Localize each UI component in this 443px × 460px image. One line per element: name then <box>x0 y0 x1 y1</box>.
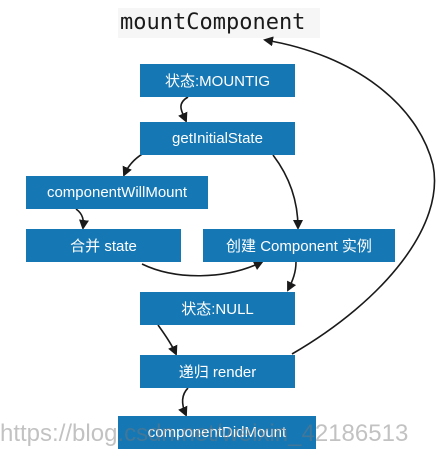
node-recursive-render: 递归 render <box>140 355 295 388</box>
arrow-render-back-to-mountcomponent <box>263 36 436 355</box>
node-componentdidmount: componentDidMount <box>118 416 316 449</box>
arrow-state-null-to-render <box>157 324 178 356</box>
node-create-component-instance: 创建 Component 实例 <box>203 229 395 262</box>
arrow-create-instance-to-state-null <box>287 261 297 292</box>
node-componentwillmount: componentWillMount <box>26 176 208 209</box>
diagram-title: mountComponent <box>118 8 320 38</box>
node-getinitialstate: getInitialState <box>140 122 295 155</box>
arrow-mountig-to-getinitialstate <box>178 96 189 123</box>
arrow-getinitialstate-to-create-instance <box>272 154 303 230</box>
arrow-merge-state-to-create-instance <box>141 260 264 277</box>
node-state-null: 状态:NULL <box>140 292 295 325</box>
arrow-componentwillmount-to-merge-state <box>75 208 89 230</box>
node-state-mountig: 状态:MOUNTIG <box>140 64 295 97</box>
arrow-render-to-componentdidmount <box>178 387 189 417</box>
node-merge-state: 合并 state <box>26 229 181 262</box>
